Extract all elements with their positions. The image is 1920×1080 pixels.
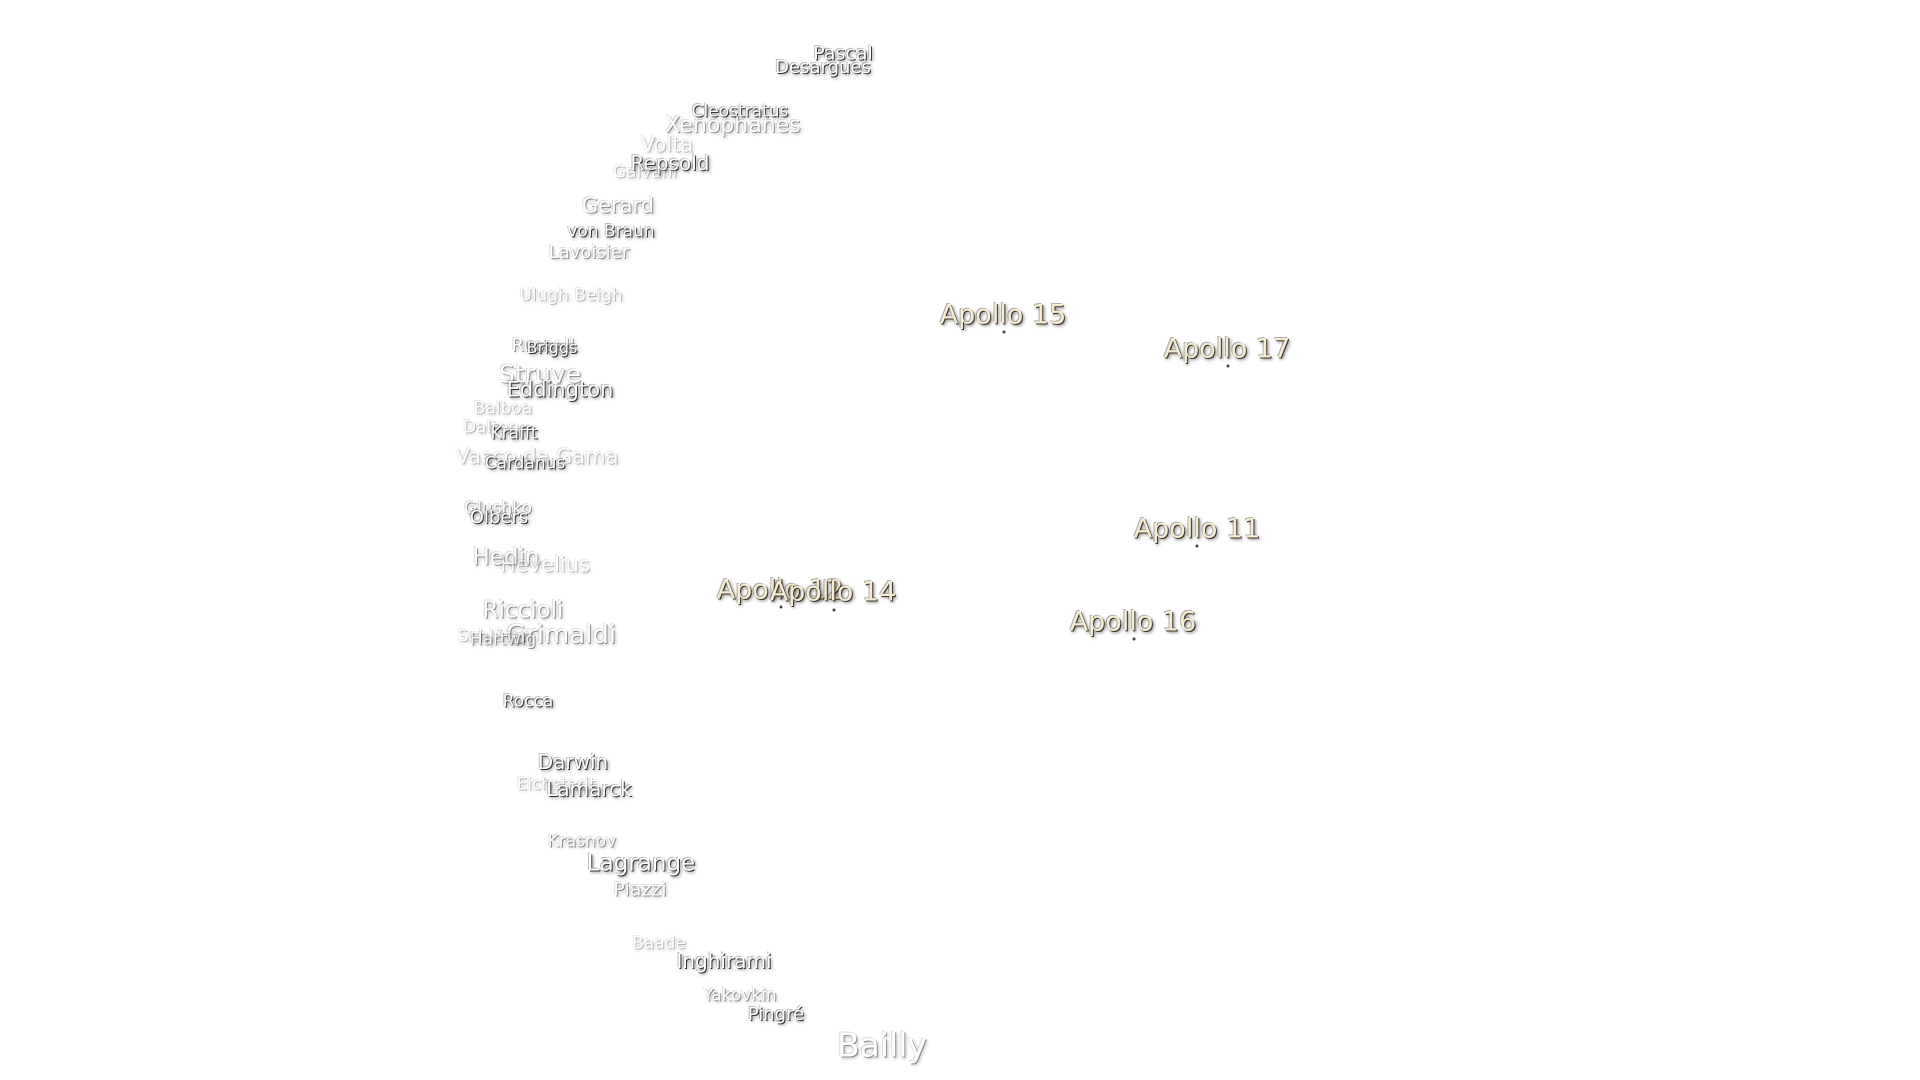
landing-site-marker-apollo-15 bbox=[1002, 330, 1006, 334]
crater-label-bailly: Bailly bbox=[837, 1025, 927, 1065]
crater-label-hevelius: Hevelius bbox=[500, 552, 590, 577]
crater-label-yakovkin: Yakovkin bbox=[703, 985, 777, 1006]
crater-label-briggs: Briggs bbox=[526, 338, 578, 357]
landing-site-label-apollo-16: Apollo 16 bbox=[1069, 606, 1197, 638]
crater-label-eddington: Eddington bbox=[506, 377, 614, 402]
crater-label-piazzi: Piazzi bbox=[613, 878, 667, 901]
crater-label-vasco-da-gama: Vasco da Gama bbox=[455, 444, 619, 469]
crater-label-olbers: Olbers bbox=[469, 507, 529, 528]
crater-label-schluter: Schlüter bbox=[457, 626, 529, 647]
crater-label-russell: Russell bbox=[511, 335, 575, 356]
crater-label-galvani: Galvani bbox=[612, 162, 678, 183]
crater-label-cardanus: Cardanus bbox=[484, 453, 566, 474]
crater-label-pascal: Pascal bbox=[813, 42, 873, 65]
landing-site-marker-apollo-14 bbox=[832, 608, 836, 612]
crater-label-darwin: Darwin bbox=[537, 750, 609, 774]
crater-label-gerard: Gerard bbox=[581, 193, 655, 218]
landing-site-label-apollo-11: Apollo 11 bbox=[1133, 513, 1261, 545]
crater-label-ulugh-beigh: Ulugh Beigh bbox=[519, 285, 623, 306]
crater-label-lavoisier: Lavoisier bbox=[548, 242, 630, 263]
crater-label-grimaldi: Grimaldi bbox=[505, 620, 617, 650]
crater-label-krafft: Krafft bbox=[490, 423, 538, 444]
crater-label-balboa: Balboa bbox=[473, 398, 533, 419]
landing-site-marker-apollo-16 bbox=[1132, 637, 1136, 641]
crater-label-hartwig: Hartwig bbox=[469, 629, 537, 650]
landing-site-label-apollo-12: Apollo 12 bbox=[716, 574, 844, 606]
crater-label-baade: Baade bbox=[632, 933, 686, 954]
crater-label-struve: Struve bbox=[499, 359, 581, 389]
crater-label-rocca: Rocca bbox=[502, 691, 554, 712]
crater-label-riccioli: Riccioli bbox=[482, 597, 564, 624]
crater-label-xenophanes: Xenophanes bbox=[665, 113, 801, 138]
landing-site-label-apollo-15: Apollo 15 bbox=[939, 299, 1067, 331]
crater-label-hedin: Hedin bbox=[472, 544, 540, 571]
landing-site-marker-apollo-17 bbox=[1226, 364, 1230, 368]
landing-site-marker-apollo-11 bbox=[1195, 544, 1199, 548]
landing-site-marker-apollo-12 bbox=[779, 605, 783, 609]
crater-label-lamarck: Lamarck bbox=[546, 777, 632, 801]
crater-label-dalton: Dalton bbox=[462, 417, 520, 438]
crater-label-eichstadt: Eichstadt bbox=[516, 774, 596, 795]
crater-label-cleostratus: Cleostratus bbox=[691, 101, 789, 122]
crater-label-pingre: Pingré bbox=[747, 1004, 805, 1025]
crater-label-repsold: Repsold bbox=[630, 151, 710, 175]
landing-site-label-apollo-14: Apollo 14 bbox=[769, 576, 897, 608]
crater-label-krasnov: Krasnov bbox=[547, 831, 617, 852]
crater-label-lagrange: Lagrange bbox=[586, 850, 696, 877]
crater-label-inghirami: Inghirami bbox=[676, 949, 772, 973]
crater-label-desargues: Desargues bbox=[775, 57, 871, 78]
crater-label-volta: Volta bbox=[640, 132, 694, 157]
landing-site-label-apollo-17: Apollo 17 bbox=[1163, 333, 1291, 365]
crater-label-von-braun: von Braun bbox=[567, 221, 655, 242]
crater-label-glushko: Glushko bbox=[464, 498, 532, 519]
